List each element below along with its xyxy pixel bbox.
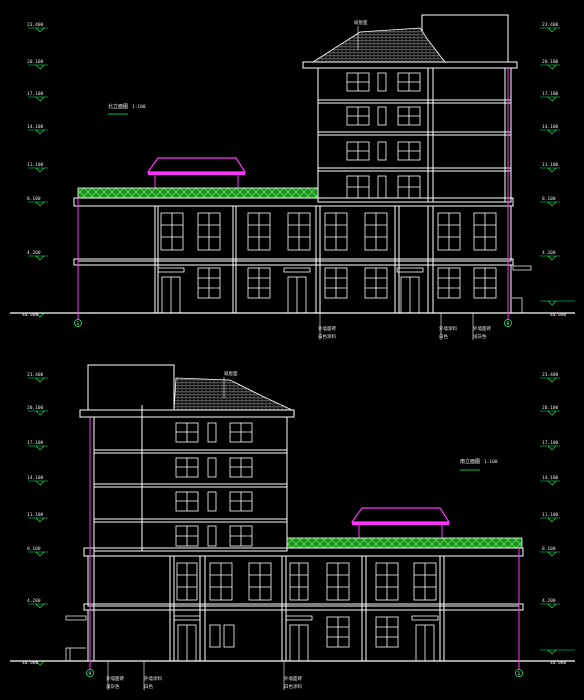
tower-windows-bottom: [175, 422, 253, 547]
level-label: 14.100: [27, 124, 44, 130]
tower-bottom: [79, 364, 295, 552]
podium-windows-top: [160, 212, 497, 299]
level-label: 23.400: [542, 372, 559, 378]
canopy: [65, 615, 87, 621]
elevation-scale: 1:100: [484, 459, 498, 465]
level-label: 20.100: [542, 59, 559, 65]
grid-bubble-top-right: 9: [504, 319, 512, 327]
elevation-scale: 1:100: [132, 104, 146, 110]
svg-text:外墙涂料: 外墙涂料: [439, 325, 457, 332]
elevation-bottom: 23.400 20.100 17.100 14.100 11.100 8.100…: [10, 364, 575, 690]
svg-text:9: 9: [89, 671, 92, 677]
level-label: 4.200: [27, 250, 41, 256]
level-labels-bottom-left: 23.400 20.100 17.100 14.100 11.100 8.100…: [22, 372, 44, 666]
level-label: 4.200: [542, 250, 556, 256]
level-markers-bottom-left: [10, 377, 48, 666]
roof-railing: [286, 537, 523, 549]
level-label: 4.200: [27, 598, 41, 604]
podium-windows-bottom: [176, 562, 437, 648]
roof-label: 坡屋面: [354, 19, 368, 26]
svg-text:白色涂料: 白色涂料: [284, 683, 302, 690]
grid-bubble-bottom-left: 9: [86, 669, 94, 677]
material-notes-bottom: 外墙面砖 浅灰色 外墙涂料 白色 外墙面砖 白色涂料: [106, 661, 302, 690]
svg-text:白色: 白色: [144, 683, 153, 690]
roof-railing: [77, 187, 319, 199]
level-label: 8.100: [542, 196, 556, 202]
svg-text:外墙面砖: 外墙面砖: [284, 675, 302, 682]
tiled-roof: [311, 27, 446, 63]
level-label: 20.100: [27, 405, 44, 411]
svg-text:外墙面砖: 外墙面砖: [473, 325, 491, 332]
svg-text:外墙面砖: 外墙面砖: [106, 675, 124, 682]
entrance-doors-bottom: [173, 615, 439, 662]
level-label: 11.100: [27, 162, 44, 168]
roof-pavilion-bottom: [350, 507, 451, 538]
level-markers-top-right: [540, 27, 575, 306]
level-label: 17.100: [542, 91, 559, 97]
svg-text:浅灰色: 浅灰色: [106, 683, 120, 690]
level-label: 11.100: [27, 512, 44, 518]
level-label: 4.200: [542, 598, 556, 604]
level-label: ±0.000: [22, 312, 39, 318]
svg-text:外墙面砖: 外墙面砖: [318, 325, 336, 332]
level-label: 8.100: [542, 546, 556, 552]
material-notes-top: 外墙面砖 白色涂料 外墙涂料 白色 外墙面砖 浅灰色: [318, 313, 491, 340]
elevation-top: 23.400 20.100 17.100 14.100 11.100 8.100…: [10, 14, 575, 340]
level-label: 17.100: [542, 440, 559, 446]
level-label: 11.100: [542, 512, 559, 518]
level-labels-bottom-right: 23.400 20.100 17.100 14.100 11.100 8.100…: [542, 372, 567, 666]
elevation-title: 北立面图: [108, 103, 128, 110]
svg-text:9: 9: [507, 321, 510, 327]
level-label: 20.100: [27, 59, 44, 65]
podium-top: [73, 197, 514, 314]
canopy: [512, 265, 532, 271]
svg-text:浅灰色: 浅灰色: [473, 333, 487, 340]
tiled-roof: [173, 377, 293, 411]
level-label: 8.100: [27, 546, 41, 552]
grid-bubble-bottom-right: 1: [515, 669, 523, 677]
svg-text:1: 1: [518, 671, 521, 677]
svg-text:1: 1: [77, 321, 80, 327]
level-label: 14.100: [542, 124, 559, 130]
level-label: 17.100: [27, 440, 44, 446]
svg-text:白色: 白色: [439, 333, 448, 340]
grid-bubble-top-left: 1: [74, 319, 82, 327]
level-label: 11.100: [542, 162, 559, 168]
roof-pavilion-top: [146, 157, 247, 188]
level-label: ±0.000: [550, 312, 567, 318]
svg-text:白色涂料: 白色涂料: [318, 333, 336, 340]
entrance-doors-top: [157, 267, 424, 314]
level-labels-top-right: 23.400 20.100 17.100 14.100 11.100 8.100…: [542, 22, 567, 318]
roof-label: 坡屋面: [224, 370, 238, 377]
level-label: 23.400: [542, 22, 559, 28]
svg-text:外墙涂料: 外墙涂料: [144, 675, 162, 682]
podium-bottom: [83, 417, 524, 662]
level-label: 8.100: [27, 196, 41, 202]
level-label: 23.400: [27, 22, 44, 28]
level-markers-top-left: [10, 27, 48, 318]
level-label: 20.100: [542, 405, 559, 411]
level-label: 14.100: [542, 475, 559, 481]
level-label: 17.100: [27, 91, 44, 97]
level-markers-bottom-right: [540, 377, 575, 655]
level-label: ±0.000: [22, 660, 39, 666]
elevation-title: 南立面图: [460, 458, 480, 465]
level-label: 14.100: [27, 475, 44, 481]
level-labels-top-left: 23.400 20.100 17.100 14.100 11.100 8.100…: [22, 22, 44, 318]
level-label: 23.400: [27, 372, 44, 378]
level-label: ±0.000: [550, 660, 567, 666]
